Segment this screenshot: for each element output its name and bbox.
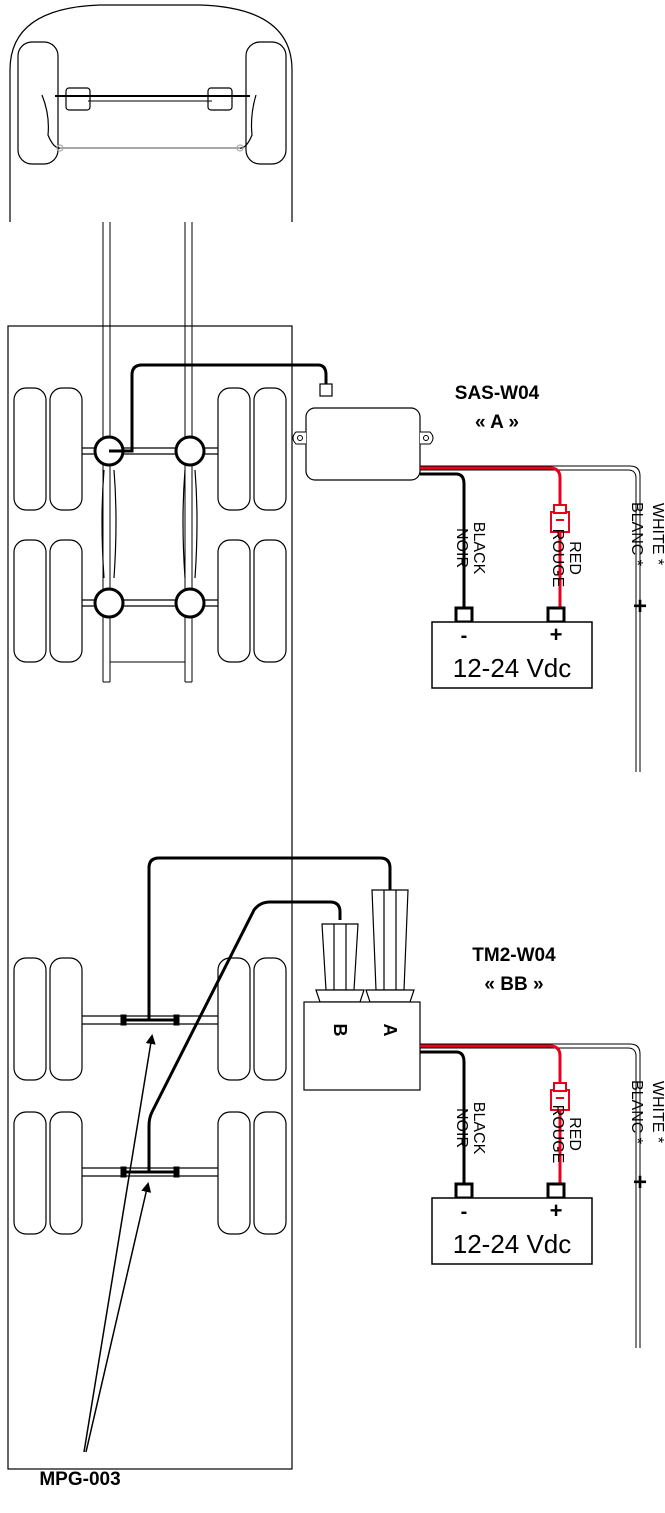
tire-icon [13, 957, 47, 1081]
bottom-battery-voltage: 12-24 Vdc [453, 1229, 572, 1259]
tire-icon [49, 387, 83, 511]
svg-text:BLANC *: BLANC * [628, 502, 645, 566]
tire-icon [217, 387, 251, 511]
bottom-wire-labels: BLACK NOIR RED ROUGE WHITE * BLANC * [453, 1080, 665, 1163]
svg-text:BLANC *: BLANC * [628, 1080, 645, 1144]
bottom-wires [420, 1043, 641, 1348]
sensor-points [93, 435, 206, 619]
bottom-battery-plus: + [550, 1198, 563, 1223]
top-battery-plus: + [550, 622, 563, 647]
tire-icon [49, 1111, 83, 1235]
tire-icon [49, 957, 83, 1081]
port-b-label: B [330, 1024, 350, 1037]
sensor-cable-a [109, 363, 328, 453]
bottom-unit-model: TM2-W04 [472, 945, 556, 966]
tire-icon [217, 539, 251, 663]
top-white-plus: + [633, 593, 647, 620]
bottom-battery-minus: - [461, 1201, 468, 1223]
battery-icon [431, 1182, 593, 1265]
tire-icon [13, 539, 47, 663]
battery-icon [431, 606, 593, 689]
fuse-icon [550, 504, 570, 533]
top-wire-labels: BLACK NOIR RED ROUGE WHITE * BLANC * [453, 502, 665, 587]
svg-text:ROUGE: ROUGE [549, 529, 566, 588]
top-battery-minus: - [461, 625, 468, 647]
svg-text:WHITE *: WHITE * [649, 1081, 665, 1143]
connector-icon [315, 889, 415, 1003]
top-unit-designation: « A » [475, 412, 519, 433]
tire-icon [217, 957, 251, 1081]
bottom-white-plus: + [633, 1169, 647, 1196]
svg-text:BLACK: BLACK [470, 522, 487, 575]
top-wires [420, 465, 641, 772]
tire-icon [253, 957, 287, 1081]
tire-icon [13, 1111, 47, 1235]
top-unit-model: SAS-W04 [455, 383, 540, 404]
bottom-unit-designation: « BB » [484, 974, 543, 995]
connector-icon [319, 383, 333, 397]
tire-icon [49, 539, 83, 663]
tire-icon [253, 539, 287, 663]
svg-text:WHITE *: WHITE * [649, 503, 665, 565]
trailer-body [7, 325, 293, 1470]
svg-text:NOIR: NOIR [453, 1108, 470, 1148]
tire-icon [253, 387, 287, 511]
tire-icon [253, 1111, 287, 1235]
svg-text:ROUGE: ROUGE [549, 1105, 566, 1164]
tm2-w04-module [303, 1001, 421, 1091]
sas-w04-module [292, 407, 434, 481]
truck-cab-icon [9, 4, 293, 222]
sensor-pointer-arrows [83, 1034, 156, 1453]
svg-text:NOIR: NOIR [453, 528, 470, 568]
tractor-rear-tires [13, 387, 287, 663]
svg-text:BLACK: BLACK [470, 1102, 487, 1155]
tire-icon [217, 1111, 251, 1235]
trailer-sensor-cables [147, 856, 392, 1172]
sensor-label: MPG-003 [39, 1469, 120, 1490]
port-a-label: A [380, 1024, 400, 1037]
svg-text:RED: RED [566, 541, 583, 575]
fuse-icon [550, 1082, 570, 1111]
top-battery-voltage: 12-24 Vdc [453, 653, 572, 683]
tire-icon [13, 387, 47, 511]
svg-text:RED: RED [566, 1117, 583, 1151]
